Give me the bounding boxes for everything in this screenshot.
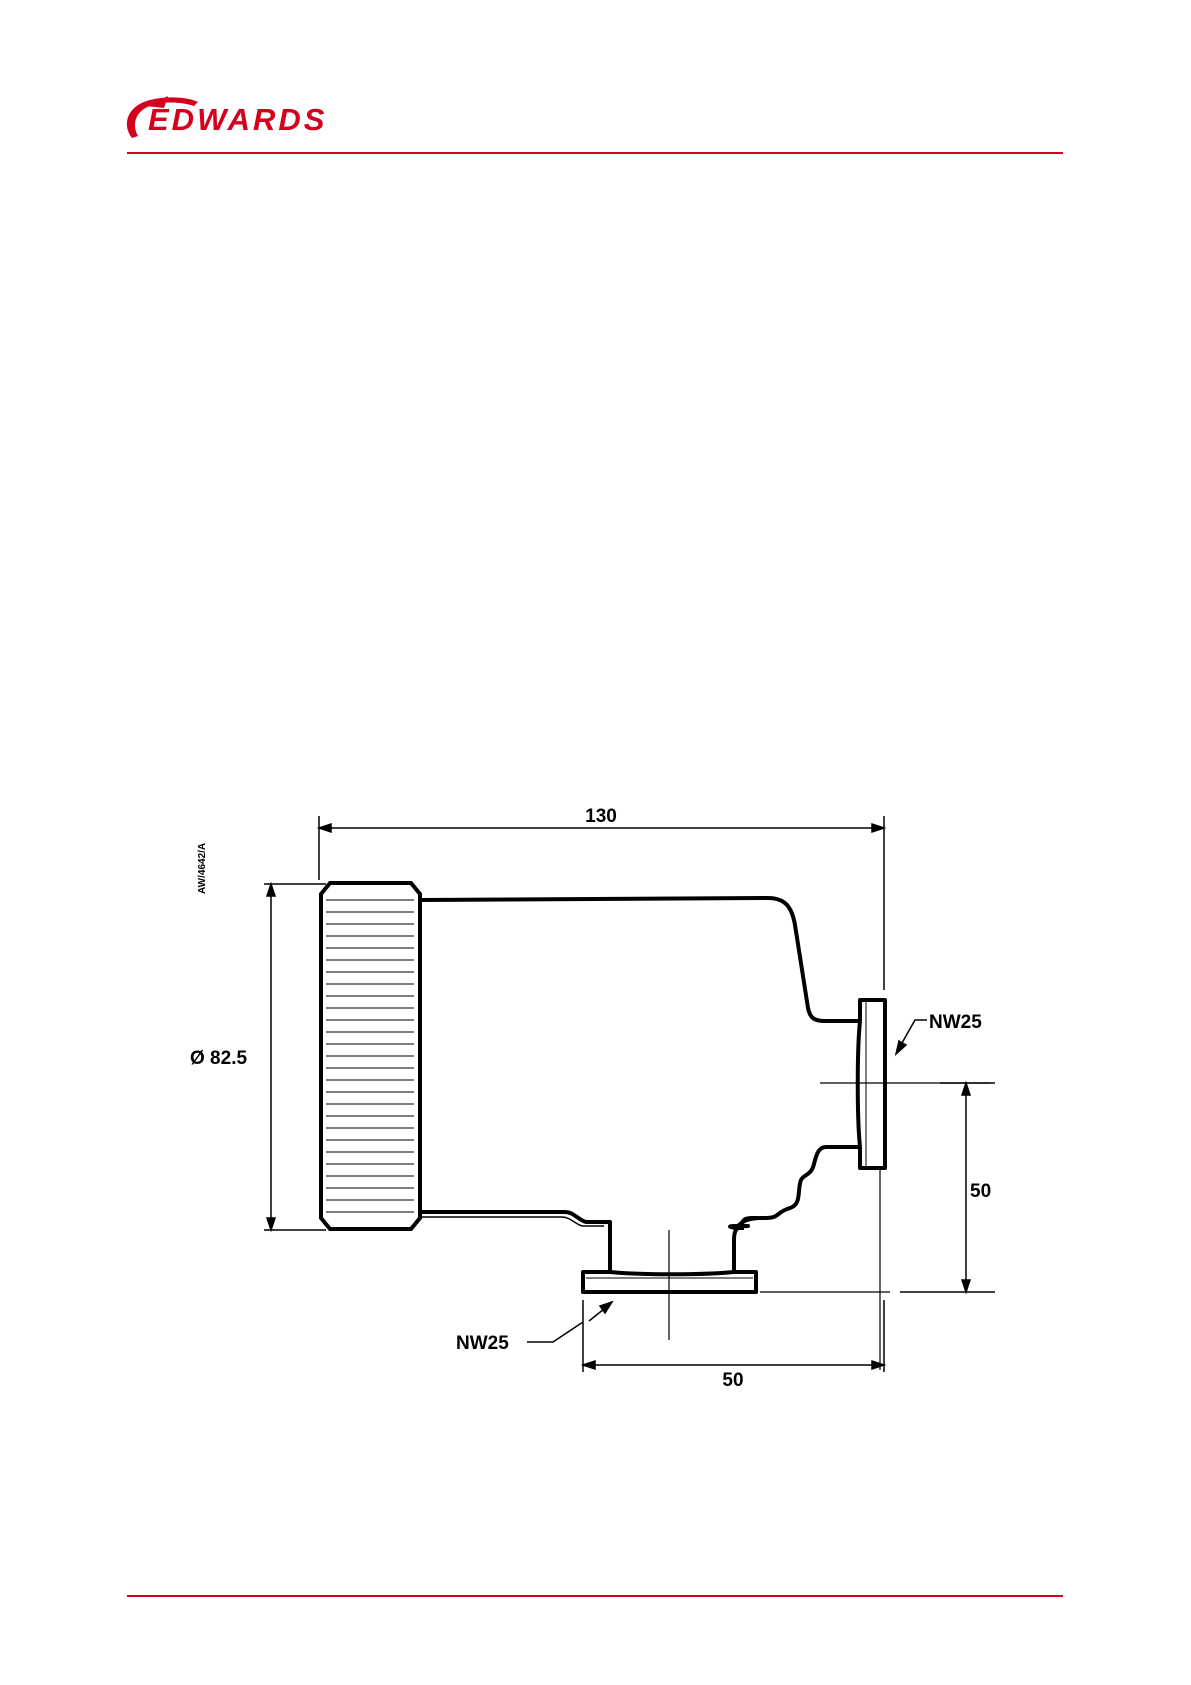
dim-diameter-label: Ø 82.5	[190, 1048, 247, 1069]
dim-port-offset-vertical-label: 50	[970, 1181, 991, 1202]
dim-overall-length-label: 130	[585, 806, 617, 827]
valve-body	[420, 898, 860, 1272]
dimension-diameter	[264, 884, 326, 1230]
drawing-reference: AW/4642/A	[197, 843, 208, 894]
dimension-port-offset-horizontal	[583, 1300, 884, 1372]
footer-rule	[127, 1595, 1063, 1597]
bottom-port-label: NW25	[456, 1333, 509, 1354]
dim-port-offset-horizontal-label: 50	[722, 1370, 743, 1391]
side-port-leader	[896, 1020, 927, 1054]
side-port-label: NW25	[929, 1012, 982, 1033]
side-port-flange	[858, 1000, 885, 1168]
bottom-port-leader	[527, 1302, 612, 1342]
knurled-cap	[321, 883, 420, 1229]
centre-lines	[669, 1083, 990, 1370]
